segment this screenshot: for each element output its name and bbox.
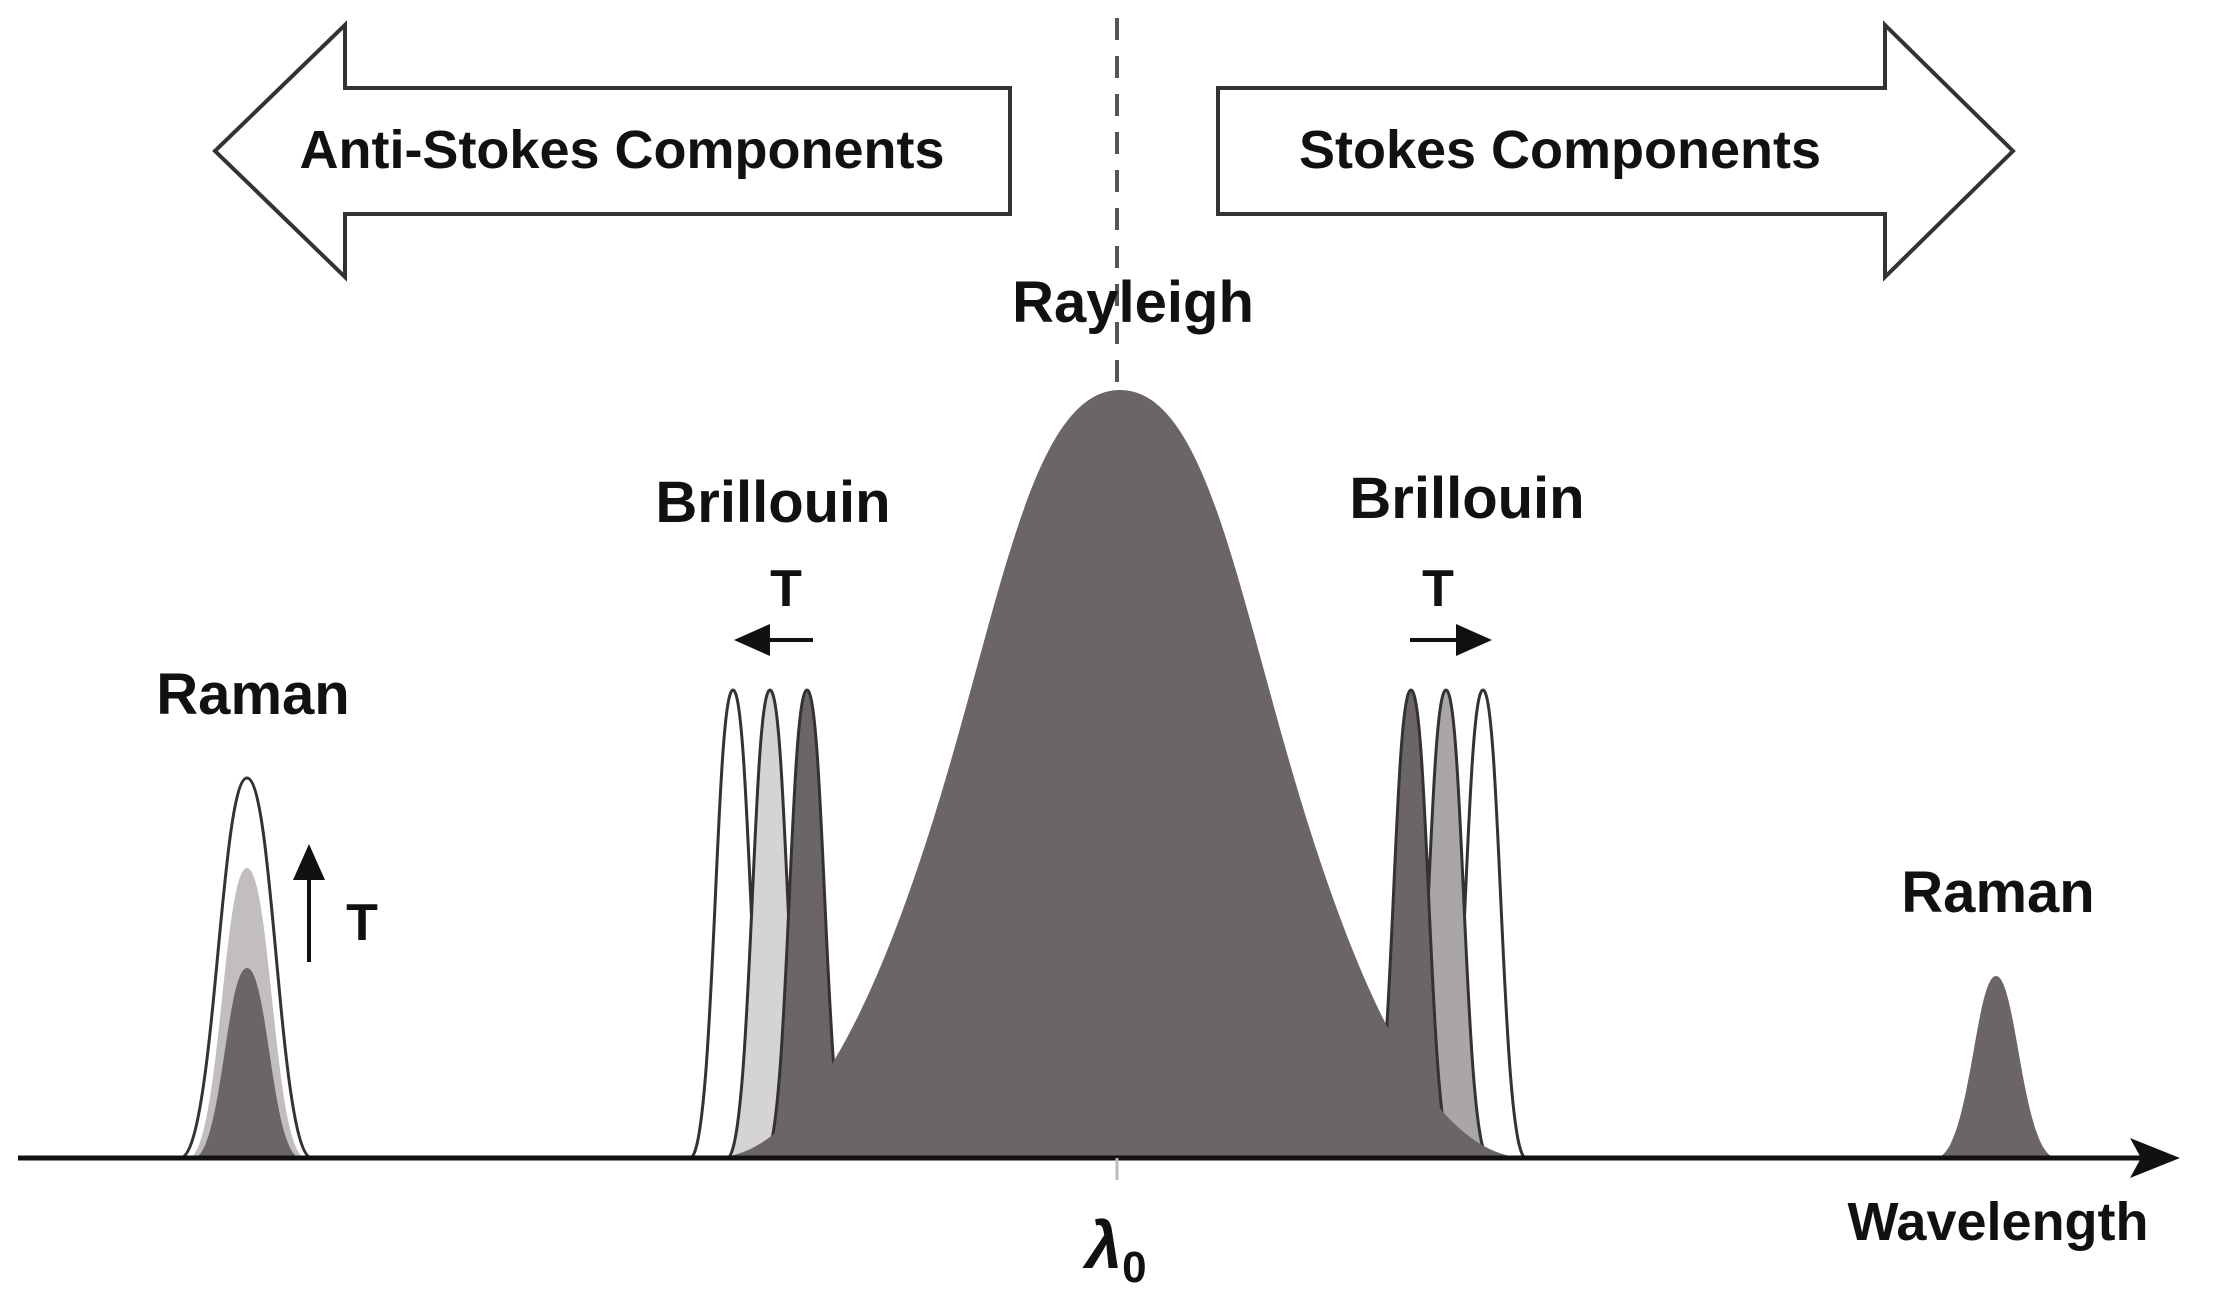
- lambda-symbol: λ: [1082, 1208, 1122, 1282]
- left-raman-peaks: [179, 776, 313, 1160]
- raman-left-label: Raman: [156, 662, 349, 727]
- t-label-brillouin-left: T: [770, 560, 802, 618]
- stokes-label: Stokes Components: [1299, 120, 1821, 180]
- brillouin-right-label: Brillouin: [1349, 466, 1584, 531]
- rayleigh-peak: [712, 390, 1528, 1158]
- right-raman-peak: [1935, 976, 2057, 1158]
- t-label-brillouin-right: T: [1422, 560, 1454, 618]
- anti-stokes-arrow-shape: [212, 20, 1012, 282]
- left-brillouin-peaks: [688, 688, 852, 1160]
- brillouin-left-label: Brillouin: [655, 470, 890, 535]
- wavelength-axis-arrowhead: [2130, 1138, 2180, 1178]
- raman-right-label: Raman: [1901, 860, 2094, 925]
- wavelength-axis-label: Wavelength: [1847, 1192, 2148, 1252]
- lambda-zero-label: λ0: [1082, 1208, 1146, 1286]
- stokes-arrow-shape: [1216, 20, 2016, 282]
- t-label-raman: T: [346, 894, 378, 952]
- lambda-subscript: 0: [1122, 1243, 1146, 1286]
- anti-stokes-label: Anti-Stokes Components: [299, 120, 944, 180]
- left-raman-peak-inner: [193, 968, 301, 1158]
- rayleigh-label: Rayleigh: [1012, 270, 1254, 335]
